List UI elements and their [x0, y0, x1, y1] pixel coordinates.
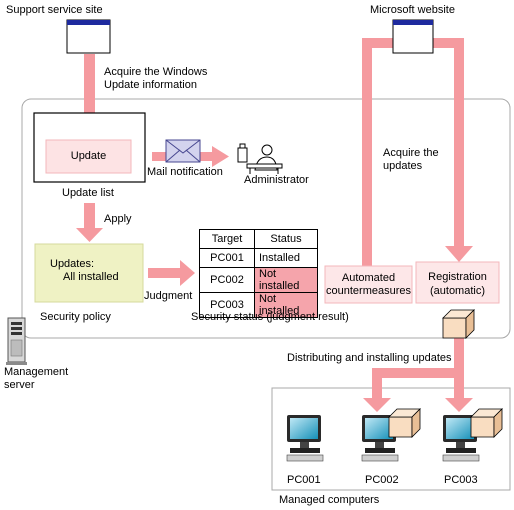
- registration-line2: (automatic): [429, 285, 486, 297]
- management-server-icon: [6, 317, 27, 365]
- microsoft-site-label: Microsoft website: [370, 4, 455, 16]
- judgment-label: Judgment: [144, 290, 193, 302]
- mail-notification-label: Mail notification: [147, 166, 223, 178]
- automated-countermeasures-box: [324, 265, 413, 304]
- status-cell: Not installed: [254, 292, 318, 318]
- update-label: Update: [70, 150, 107, 162]
- pc-icon: [442, 415, 480, 462]
- registration-box: [415, 261, 500, 304]
- acquire-updates-label-line2: updates: [383, 160, 423, 172]
- update-box: [45, 139, 132, 174]
- security-status-caption: Security status (judgment result): [191, 311, 349, 323]
- target-cell: PC001: [199, 248, 255, 268]
- status-cell: Installed: [254, 248, 318, 268]
- updates-heading: Updates:: [50, 258, 95, 270]
- acquire-updates-label-line1: Acquire the: [383, 147, 439, 159]
- management-server-frame: [21, 98, 511, 339]
- pc-label: PC003: [444, 474, 478, 486]
- managed-computers-label: Managed computers: [279, 494, 380, 506]
- support-site-screen-icon: [66, 19, 111, 54]
- mail-icon: [165, 139, 201, 163]
- administrator-label: Administrator: [244, 174, 309, 186]
- package-icon: [388, 408, 421, 438]
- package-icon: [442, 309, 475, 339]
- status-cell: Not installed: [254, 267, 318, 293]
- target-cell: PC002: [199, 267, 255, 293]
- pc-label: PC001: [287, 474, 321, 486]
- pc-icon: [286, 415, 324, 462]
- microsoft-site-screen-icon: [392, 19, 434, 54]
- administrator-icon: [237, 143, 283, 174]
- support-site-label: Support service site: [6, 4, 103, 16]
- update-list-label: Update list: [62, 187, 114, 199]
- table-row: PC003 Not installed: [199, 292, 318, 318]
- table-row: PC001 Installed: [199, 248, 318, 268]
- distributing-label: Distributing and installing updates: [287, 352, 452, 364]
- pc-label: PC002: [365, 474, 399, 486]
- flow-arrows: [76, 38, 473, 412]
- automated-countermeasures-line1: Automated: [341, 272, 396, 284]
- acquire-windows-update-label-line2: Update information: [104, 79, 197, 91]
- updates-value: All installed: [63, 271, 119, 283]
- pc-icon: [361, 415, 399, 462]
- table-row: PC002 Not installed: [199, 267, 318, 293]
- column-header: Target: [199, 229, 255, 249]
- security-policy-box: [34, 243, 144, 303]
- column-header: Status: [254, 229, 318, 249]
- managed-computers-frame: [271, 387, 511, 491]
- management-server-label-line2: server: [4, 379, 35, 391]
- management-server-label-line1: Management: [4, 366, 69, 378]
- package-icon: [470, 408, 503, 438]
- apply-label: Apply: [104, 213, 132, 225]
- acquire-windows-update-label-line1: Acquire the Windows: [104, 66, 208, 78]
- registration-line1: Registration: [428, 271, 487, 283]
- automated-countermeasures-line2: countermeasures: [326, 285, 411, 297]
- security-status-table: Target Status PC001 Installed PC002 Not …: [199, 229, 318, 318]
- target-cell: PC003: [199, 292, 255, 318]
- security-policy-label: Security policy: [40, 311, 111, 323]
- table-header-row: Target Status: [199, 229, 318, 249]
